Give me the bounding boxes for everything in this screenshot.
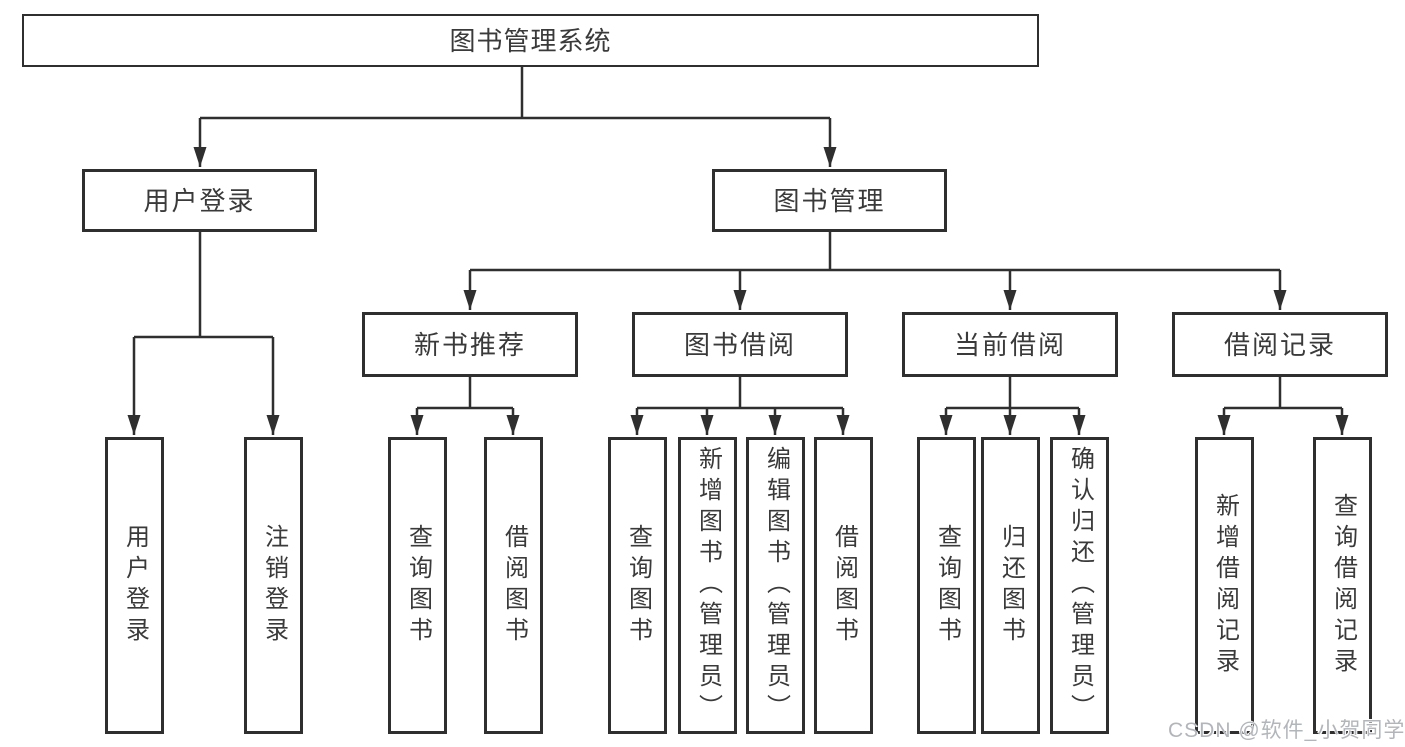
- leaf-cb-confirm-return-admin: 确认归还（管理员）: [1050, 437, 1109, 734]
- node-book-management-label: 图书管理: [773, 185, 886, 216]
- leaf-bb-borrow-books: 借阅图书: [814, 437, 873, 734]
- leaf-bb-edit-book-admin: 编辑图书（管理员）: [746, 437, 805, 734]
- node-user-login-label: 用户登录: [143, 185, 256, 216]
- leaf-nb-query-books: 查询图书: [388, 437, 447, 734]
- node-borrow-records-label: 借阅记录: [1223, 329, 1336, 360]
- node-new-book-recommend-label: 新书推荐: [413, 329, 526, 360]
- leaf-cb-confirm-return-admin-label: 确认归还（管理员）: [1066, 446, 1094, 725]
- leaf-logout: 注销登录: [244, 437, 303, 734]
- leaf-br-query-record: 查询借阅记录: [1313, 437, 1372, 734]
- node-new-book-recommend: 新书推荐: [362, 312, 578, 377]
- leaf-user-login-label: 用户登录: [121, 523, 149, 648]
- node-root-label: 图书管理系统: [449, 25, 612, 56]
- csdn-watermark: CSDN @软件_小贺同学: [1168, 719, 1405, 742]
- leaf-bb-add-book-admin: 新增图书（管理员）: [678, 437, 737, 734]
- leaf-bb-query-books-label: 查询图书: [624, 523, 652, 648]
- node-book-borrow-label: 图书借阅: [683, 329, 796, 360]
- leaf-bb-query-books: 查询图书: [608, 437, 667, 734]
- leaf-nb-query-books-label: 查询图书: [404, 523, 432, 648]
- leaf-nb-borrow-books-label: 借阅图书: [500, 523, 528, 648]
- node-user-login: 用户登录: [82, 169, 317, 232]
- leaf-cb-query-books: 查询图书: [917, 437, 976, 734]
- leaf-bb-edit-book-admin-label: 编辑图书（管理员）: [762, 446, 790, 725]
- node-current-borrow-label: 当前借阅: [953, 329, 1066, 360]
- leaf-logout-label: 注销登录: [260, 523, 288, 648]
- leaf-cb-return-books: 归还图书: [981, 437, 1040, 734]
- leaf-br-add-record-label: 新增借阅记录: [1211, 492, 1239, 679]
- node-borrow-records: 借阅记录: [1172, 312, 1388, 377]
- node-book-management: 图书管理: [712, 169, 947, 232]
- leaf-bb-borrow-books-label: 借阅图书: [830, 523, 858, 648]
- leaf-nb-borrow-books: 借阅图书: [484, 437, 543, 734]
- leaf-br-add-record: 新增借阅记录: [1195, 437, 1254, 734]
- node-root-system: 图书管理系统: [22, 14, 1039, 67]
- leaf-br-query-record-label: 查询借阅记录: [1329, 492, 1357, 679]
- leaf-cb-return-books-label: 归还图书: [997, 523, 1025, 648]
- node-current-borrow: 当前借阅: [902, 312, 1118, 377]
- leaf-bb-add-book-admin-label: 新增图书（管理员）: [694, 446, 722, 725]
- leaf-user-login: 用户登录: [105, 437, 164, 734]
- node-book-borrow: 图书借阅: [632, 312, 848, 377]
- leaf-cb-query-books-label: 查询图书: [933, 523, 961, 648]
